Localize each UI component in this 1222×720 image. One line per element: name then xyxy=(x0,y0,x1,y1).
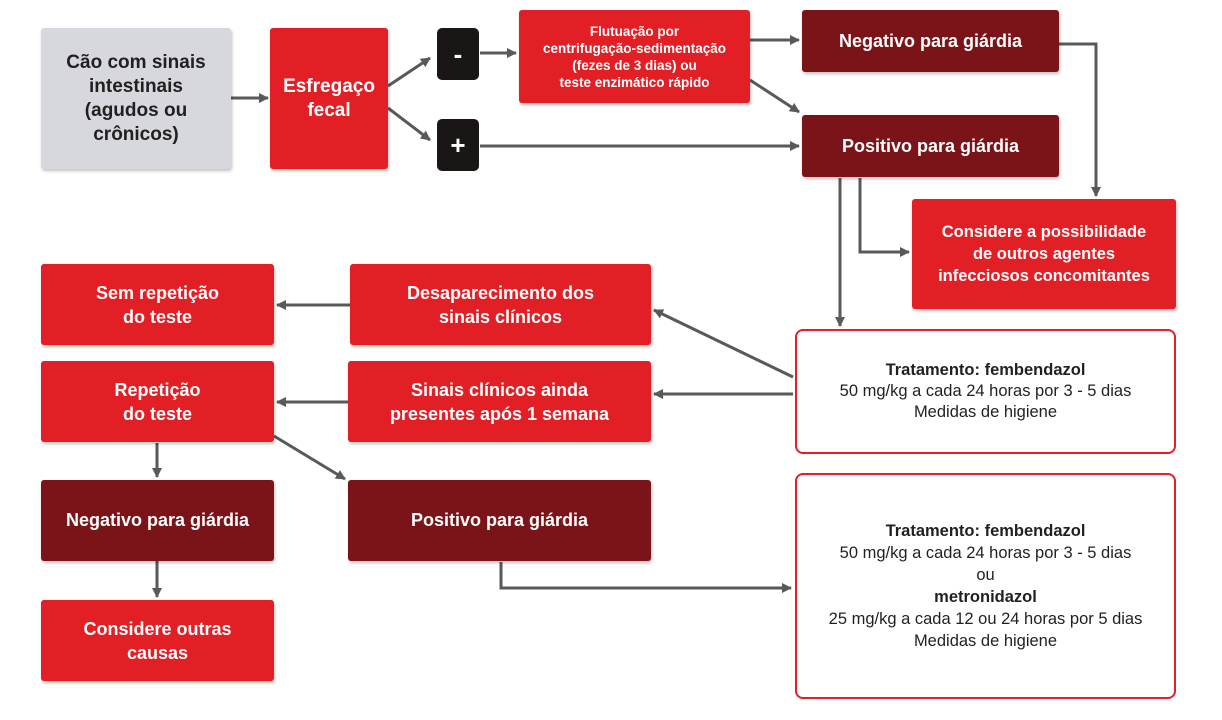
treatment-box-1: Tratamento: fembendazol 50 mg/kg a cada … xyxy=(795,329,1176,454)
consider-agents-box: Considere a possibilidade de outros agen… xyxy=(912,199,1176,309)
arrow-smear-to-negative xyxy=(387,56,431,88)
positive-bottom-label: Positivo para giárdia xyxy=(410,510,589,530)
arrow-negative-top-to-consider xyxy=(1059,42,1101,197)
no-repeat-box: Sem repetição do teste xyxy=(41,264,274,345)
treatment1-dose: 50 mg/kg a cada 24 horas por 3 - 5 dias xyxy=(839,382,1132,400)
flotation-line-2: centrifugação-sedimentação xyxy=(542,40,727,56)
signs-present-line-1: Sinais clínicos ainda xyxy=(410,379,589,400)
flotation-line-1: Flutuação por xyxy=(589,23,680,39)
treatment1-title: Tratamento: fembendazol xyxy=(885,361,1086,379)
repeat-line-2: do teste xyxy=(122,403,192,424)
negative-bottom-box: Negativo para giárdia xyxy=(41,480,274,561)
start-box: Cão com sinais intestinais (agudos ou cr… xyxy=(41,28,231,169)
treatment2-drug-2: metronidazol xyxy=(934,588,1037,606)
smear-line-2: fecal xyxy=(307,99,351,121)
arrow-flotation-to-positive-top xyxy=(749,78,800,114)
treatment2-dose-2: 25 mg/kg a cada 12 ou 24 horas por 5 dia… xyxy=(828,610,1143,628)
start-line-1: Cão com sinais xyxy=(66,51,206,73)
consider-agents-line-1: Considere a possibilidade xyxy=(941,223,1147,241)
disappearance-box: Desaparecimento dos sinais clínicos xyxy=(350,264,651,345)
arrow-smear-to-positive xyxy=(387,106,431,142)
signs-present-line-2: presentes após 1 semana xyxy=(389,403,610,424)
treatment2-dose-1: 50 mg/kg a cada 24 horas por 3 - 5 dias xyxy=(839,544,1132,562)
positive-sign-box: + xyxy=(437,119,479,171)
flotation-test-box: Flutuação por centrifugação-sedimentação… xyxy=(519,10,750,103)
no-repeat-line-1: Sem repetição xyxy=(95,282,220,303)
disappearance-line-1: Desaparecimento dos xyxy=(406,282,595,303)
positive-top-label: Positivo para giárdia xyxy=(841,135,1020,156)
repeat-line-1: Repetição xyxy=(114,379,201,400)
negative-top-label: Negativo para giárdia xyxy=(838,30,1023,51)
arrow-repeat-to-positive-bottom xyxy=(273,434,346,481)
fecal-smear-box: Esfregaço fecal xyxy=(270,28,388,169)
treatment2-or: ou xyxy=(976,566,995,584)
smear-line-1: Esfregaço xyxy=(283,75,375,97)
flotation-line-4: teste enzimático rápido xyxy=(559,74,710,90)
treatment-box-2: Tratamento: fembendazol 50 mg/kg a cada … xyxy=(795,473,1176,699)
arrow-positive-top-to-consider xyxy=(858,178,910,257)
consider-agents-line-2: de outros agentes xyxy=(972,245,1116,263)
treatment2-title: Tratamento: fembendazol xyxy=(885,522,1086,540)
repeat-test-box: Repetição do teste xyxy=(41,361,274,442)
negative-top-box: Negativo para giárdia xyxy=(802,10,1059,72)
start-line-3: (agudos ou xyxy=(84,99,188,121)
treatment2-hygiene: Medidas de higiene xyxy=(913,632,1058,650)
flotation-line-3: (fezes de 3 dias) ou xyxy=(572,57,697,73)
minus-icon: - xyxy=(453,38,463,69)
consider-other-causes-box: Considere outras causas xyxy=(41,600,274,681)
arrow-positive-bottom-to-treatment2 xyxy=(499,562,792,593)
consider-agents-line-3: infecciosos concomitantes xyxy=(938,267,1150,285)
negative-sign-box: - xyxy=(437,28,479,80)
consider-other-line-1: Considere outras xyxy=(83,618,232,639)
start-line-2: intestinais xyxy=(89,75,183,97)
no-repeat-line-2: do teste xyxy=(122,306,192,327)
disappearance-line-2: sinais clínicos xyxy=(438,306,563,327)
positive-top-box: Positivo para giárdia xyxy=(802,115,1059,177)
signs-present-box: Sinais clínicos ainda presentes após 1 s… xyxy=(348,361,651,442)
negative-bottom-label: Negativo para giárdia xyxy=(65,510,250,530)
plus-icon: + xyxy=(450,129,466,160)
treatment1-hygiene: Medidas de higiene xyxy=(913,403,1058,421)
positive-bottom-box: Positivo para giárdia xyxy=(348,480,651,561)
arrow-treatment1-to-disappearance xyxy=(653,308,794,379)
consider-other-line-2: causas xyxy=(126,642,189,663)
start-line-4: crônicos) xyxy=(93,123,179,145)
